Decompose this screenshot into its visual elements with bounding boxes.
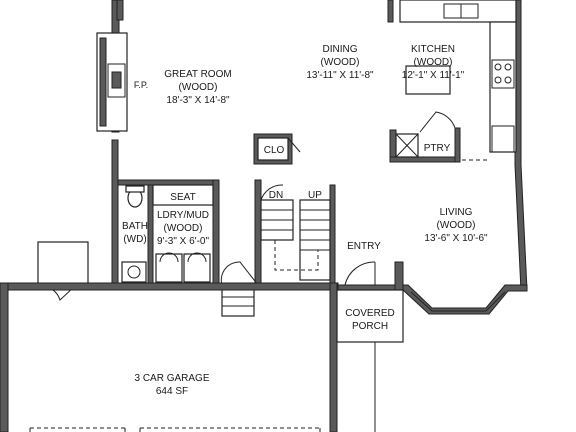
fireplace-label: F.P. (134, 80, 148, 90)
entry-wall (329, 284, 396, 291)
right-exterior-wall (514, 0, 528, 292)
kitchen-side-counter (489, 21, 517, 153)
laundry-name: LDRY/MUD (157, 210, 209, 221)
burner-icon (504, 76, 512, 84)
great-room-dims: 18'-3" X 14'-8" (166, 95, 230, 106)
range-cooktop (491, 59, 515, 89)
seat-label: SEAT (170, 192, 195, 203)
fireplace-insert (111, 71, 122, 89)
covered-porch (336, 289, 404, 343)
pantry-wall-bottom (389, 156, 461, 163)
garage-door-swing (220, 261, 259, 286)
living-material: (WOOD) (437, 220, 476, 231)
stair-wall-right (329, 184, 336, 286)
garage-right-wall (329, 282, 338, 432)
porch-line2: PORCH (352, 321, 388, 332)
kitchen-island (405, 65, 451, 95)
entry-label: ENTRY (347, 241, 381, 252)
garage-steps (221, 287, 255, 317)
burner-icon (504, 63, 512, 71)
stairs-up-label: UP (308, 190, 322, 201)
laundry-material: (WOOD) (164, 223, 203, 234)
pantry-label: PTRY (424, 143, 451, 154)
top-wall-left (116, 0, 124, 21)
kitchen-name: KITCHEN (411, 44, 455, 55)
refrigerator (491, 125, 515, 153)
washer (155, 253, 183, 283)
entry-jamb (394, 261, 404, 291)
mudroom-right-wall (212, 179, 220, 286)
living-bay-window (402, 284, 528, 315)
entry-door-swing (344, 261, 376, 286)
seat-wall-top (117, 179, 217, 186)
living-name: LIVING (440, 207, 473, 218)
garage-area: 644 SF (156, 386, 188, 397)
stair-wall-left (254, 179, 262, 286)
living-dims: 13'-6" X 10'-6" (424, 233, 488, 244)
stair-door-swing (260, 184, 284, 201)
dining-dims: 13'-11" X 11'-8" (306, 70, 374, 81)
side-stoop (37, 241, 89, 287)
dryer (183, 253, 211, 283)
laundry-dims: 9'-3" X 6'-0" (157, 236, 210, 247)
great-room-material: (WOOD) (179, 82, 218, 93)
great-room-left-wall-lower (111, 139, 119, 286)
bath-sink (121, 261, 147, 283)
stairs-below-outline (274, 240, 319, 271)
great-room-name: GREAT ROOM (164, 69, 231, 80)
fireplace-firebox (107, 63, 126, 98)
garage-left-wall (0, 282, 9, 432)
kitchen-material: (WOOD) (414, 57, 453, 68)
pantry-door-swing (419, 111, 456, 133)
pantry-wall-right (454, 127, 461, 163)
bath-material: (WD) (123, 234, 146, 245)
closet (257, 137, 289, 161)
fireplace-hearth (99, 37, 107, 127)
kitchen-upper-counter (399, 0, 517, 23)
garage-top-wall (0, 282, 339, 291)
dining-name: DINING (323, 44, 358, 55)
kitchen-dims: 12'-1" X 11'-1" (402, 70, 465, 81)
bath-wall (147, 184, 154, 286)
closet-label: CLO (264, 145, 285, 156)
bath-name: BATH (122, 221, 148, 232)
stairs-down-label: DN (269, 190, 283, 201)
dining-material: (WOOD) (321, 57, 360, 68)
garage-name: 3 CAR GARAGE (134, 373, 209, 384)
top-wall-right (387, 0, 394, 23)
burner-icon (494, 63, 502, 71)
burner-icon (494, 76, 502, 84)
porch-line1: COVERED (345, 308, 394, 319)
toilet-tank (125, 185, 145, 193)
